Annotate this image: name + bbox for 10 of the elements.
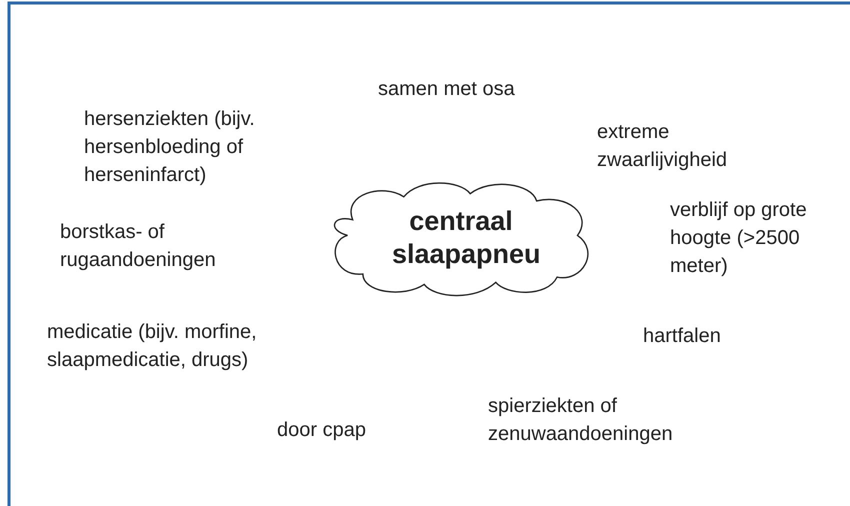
cause-text: medicatie (bijv. morfine, slaapmedicatie, drugs) (47, 320, 258, 373)
cause-text: extreme zwaarlijvigheid (597, 120, 728, 173)
cause-text: door cpap (277, 418, 367, 443)
cause-text: verblijf op grote hoogte (>2500 meter) (670, 198, 808, 279)
cause-text: hersenziekten (bijv. hersenbloeding of herseninfarct) (84, 107, 256, 188)
cause-text: borstkas- of rugaandoeningen (60, 220, 217, 273)
cloud-title: centraal slaapapneu (391, 205, 542, 271)
cause-text: spierziekten of zenuwaandoeningen (488, 394, 674, 447)
cause-text: hartfalen (643, 324, 722, 349)
cause-text: samen met osa (378, 77, 516, 102)
